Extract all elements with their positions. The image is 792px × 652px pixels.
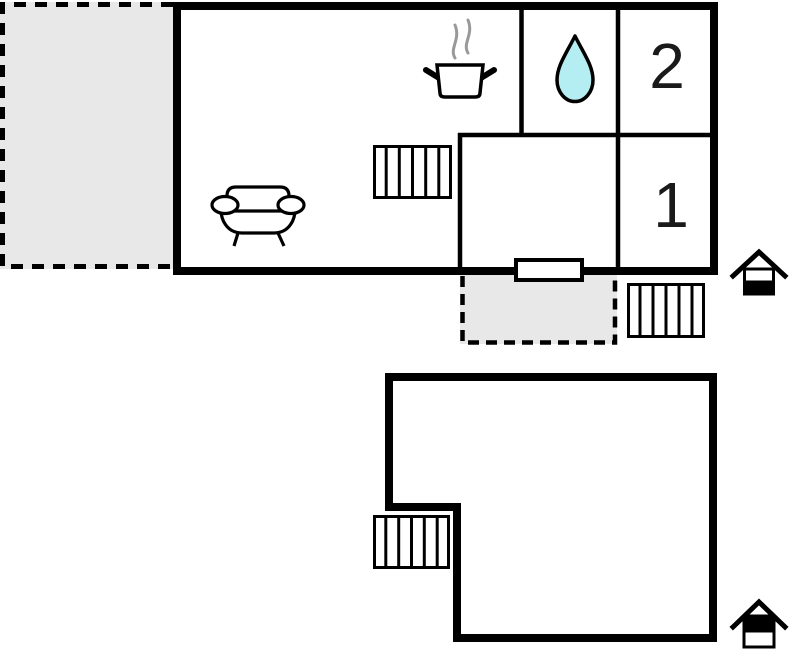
- ground-floor-plan: 2 1: [173, 2, 718, 282]
- room-1-label: 1: [653, 169, 689, 241]
- house-roof: [729, 248, 789, 280]
- door-icon: [514, 258, 584, 282]
- entrance-porch: [460, 275, 618, 345]
- steam-icon: [451, 23, 459, 60]
- pot-body: [435, 63, 485, 99]
- entrance-stairs-icon: [627, 283, 705, 338]
- terrace-dashed-border: [0, 2, 173, 269]
- water-drop-icon: [555, 34, 595, 104]
- sofa-icon: [210, 185, 306, 247]
- upper-stairs-icon: [373, 515, 450, 569]
- stairs-icon: [373, 145, 452, 199]
- house-roof: [729, 598, 789, 631]
- entrance-porch-area: [460, 275, 617, 344]
- house-filled-level: [743, 280, 775, 296]
- terrace: [0, 2, 173, 269]
- room-2-label: 2: [649, 30, 685, 102]
- entrance-porch-dashed-border: [460, 276, 618, 345]
- upper-floor-exterior-wall: [385, 373, 717, 642]
- cooking-pot-icon: [423, 18, 497, 99]
- house-ground-level-icon: [729, 248, 789, 296]
- house-upper-level-icon: [729, 598, 789, 649]
- steam-icon: [464, 18, 472, 55]
- upper-floor-plan: [385, 373, 717, 642]
- house-filled-level: [742, 614, 776, 633]
- terrace-area: [0, 2, 173, 269]
- water-drop-shape: [555, 34, 595, 104]
